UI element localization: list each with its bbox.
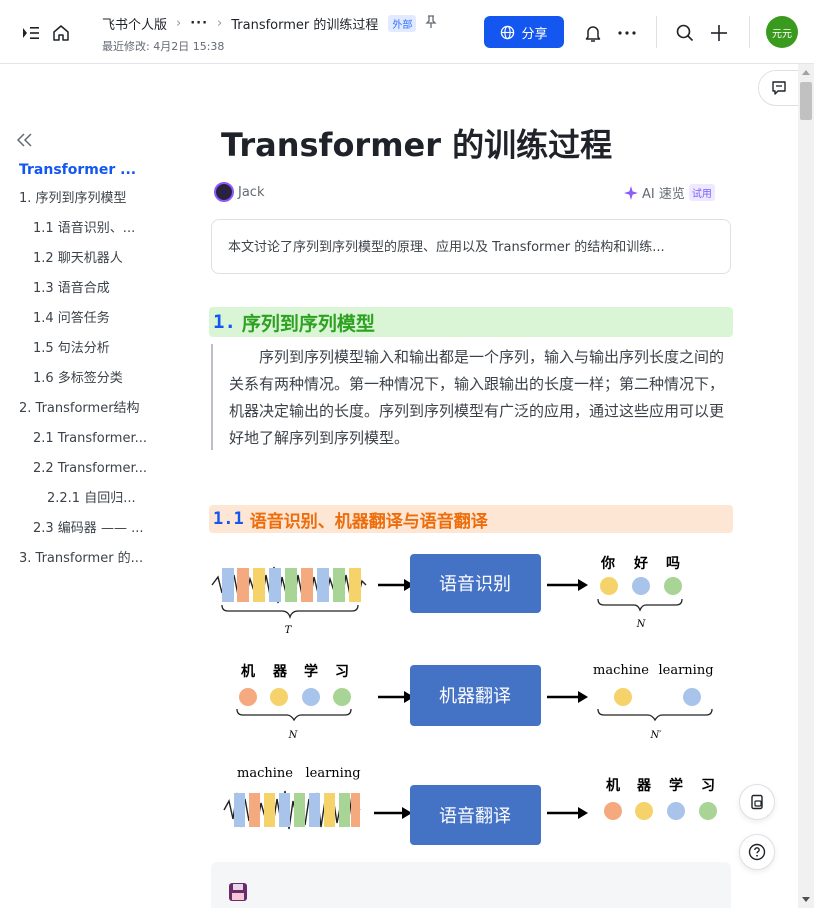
label-N-prime: N′ — [649, 730, 662, 741]
breadcrumb-workspace[interactable]: 飞书个人版 — [102, 18, 168, 33]
waveform-2 — [223, 790, 361, 830]
toc-item[interactable]: 3. Transformer 的... — [19, 551, 144, 566]
heading-text: 语音识别、机器翻译与语音翻译 — [249, 511, 488, 532]
output-token: machine — [593, 663, 649, 678]
last-modified: 最近修改: 4月2日 15:38 — [102, 40, 225, 53]
toc-item[interactable]: 2.2.1 自回归... — [47, 491, 136, 506]
comment-button[interactable] — [758, 70, 800, 106]
collapse-toc-icon[interactable] — [16, 132, 34, 151]
output-token: 好 — [633, 555, 648, 572]
toc-item[interactable]: 1.1 语音识别、... — [33, 221, 136, 236]
external-badge: 外部 — [388, 15, 417, 32]
author-name: Jack — [238, 184, 265, 200]
comment-icon — [772, 81, 786, 95]
globe-icon — [501, 25, 515, 39]
input-word: machine — [237, 766, 293, 781]
divider — [749, 16, 750, 48]
heading-2: 1.1 语音识别、机器翻译与语音翻译 — [209, 505, 733, 533]
toc-item[interactable]: 2.1 Transformer... — [33, 431, 148, 446]
chevron-right-icon: › — [217, 16, 223, 31]
speech-recognition-label: 语音识别 — [439, 574, 511, 595]
bell-icon[interactable] — [582, 22, 604, 44]
input-token: 机 — [241, 663, 255, 680]
waveform-1 — [211, 566, 367, 620]
machine-translation-box — [410, 665, 541, 726]
label-T: T — [285, 625, 293, 636]
scroll-thumb[interactable] — [800, 82, 812, 120]
toggle-sidebar-icon[interactable] — [20, 22, 42, 44]
output-token: 学 — [669, 777, 683, 794]
toc-item[interactable]: 1.3 语音合成 — [33, 281, 110, 296]
toc-item[interactable]: 2.2 Transformer... — [33, 461, 148, 476]
share-button[interactable]: 分享 — [484, 16, 564, 48]
output-token: 你 — [600, 555, 615, 572]
ai-summary-button[interactable]: AI 速览 试用 — [624, 183, 715, 202]
speech-translation-label: 语音翻译 — [439, 806, 511, 827]
input-token: 学 — [304, 663, 318, 680]
breadcrumb-more[interactable]: ··· — [190, 16, 209, 31]
output-token: learning — [658, 663, 713, 678]
toc-item[interactable]: 2. Transformer结构 — [19, 401, 140, 416]
author[interactable]: Jack — [214, 182, 264, 202]
toc-item[interactable]: 1.2 聊天机器人 — [33, 251, 123, 266]
heading-number: 1.1 — [213, 509, 244, 529]
more-icon[interactable] — [616, 22, 638, 44]
document-icon — [751, 794, 763, 810]
table-of-contents: Transformer ... 1. 序列到序列模型 1.1 语音识别、... … — [0, 64, 180, 908]
input-token: 习 — [335, 664, 349, 680]
output-token: 吗 — [666, 556, 680, 572]
breadcrumb-doc-name[interactable]: Transformer 的训练过程 — [231, 18, 379, 33]
summary-box[interactable]: 本文讨论了序列到序列模型的原理、应用以及 Transformer 的结构和训练.… — [211, 219, 731, 274]
output-token: 器 — [636, 778, 652, 794]
question-icon — [748, 843, 766, 861]
output-token: 习 — [701, 778, 715, 794]
help-button[interactable] — [739, 834, 775, 870]
output-token: 机 — [606, 777, 620, 794]
label-N: N — [288, 730, 299, 741]
input-word: learning — [305, 766, 360, 781]
speech-recognition-box — [410, 554, 541, 613]
toc-item[interactable]: Transformer ... — [19, 162, 137, 178]
search-icon[interactable] — [674, 22, 696, 44]
input-token: 器 — [272, 664, 288, 680]
machine-translation-label: 机器翻译 — [439, 686, 511, 707]
speech-translation-box — [410, 785, 541, 845]
trial-badge: 试用 — [688, 184, 715, 201]
toc-item[interactable]: 2.3 编码器 —— ... — [33, 521, 144, 536]
heading-1: 1. 序列到序列模型 — [209, 307, 733, 337]
quote-paragraph: 序列到序列模型输入和输出都是一个序列，输入与输出序列长度之间的关系有两种情况。第… — [211, 344, 733, 450]
sparkle-icon — [624, 185, 638, 200]
page-title: Transformer 的训练过程 — [221, 126, 613, 164]
scroll-down-arrow[interactable] — [802, 897, 810, 902]
breadcrumb: 飞书个人版 › ··· › Transformer 的训练过程 外部 — [102, 14, 437, 33]
plus-icon[interactable] — [708, 22, 730, 44]
label-N: N — [636, 619, 647, 630]
vertical-scrollbar[interactable] — [798, 64, 814, 908]
toc-item[interactable]: 1.5 句法分析 — [33, 341, 110, 356]
share-label: 分享 — [521, 26, 548, 42]
heading-number: 1. — [213, 311, 236, 333]
pin-icon[interactable] — [425, 14, 437, 33]
toc-item[interactable]: 1. 序列到序列模型 — [19, 191, 127, 206]
chevron-right-icon: › — [176, 16, 182, 31]
save-disk-icon — [228, 882, 248, 906]
avatar[interactable]: 元元 — [766, 16, 798, 48]
home-icon[interactable] — [50, 22, 72, 44]
heading-text: 序列到序列模型 — [241, 312, 375, 335]
toc-item[interactable]: 1.4 问答任务 — [33, 311, 110, 326]
ai-summary-label: AI 速览 — [642, 187, 685, 202]
scroll-up-arrow[interactable] — [802, 70, 810, 75]
divider — [656, 16, 657, 48]
author-avatar — [214, 182, 234, 202]
seq2seq-diagram: T 语音识别 你 好 吗 N 机 器 学 习 N 机器翻译 machine le… — [211, 554, 717, 845]
doc-outline-button[interactable] — [739, 784, 775, 820]
code-block[interactable] — [211, 862, 731, 908]
toc-item[interactable]: 1.6 多标签分类 — [33, 371, 123, 386]
top-bar: 飞书个人版 › ··· › Transformer 的训练过程 外部 最近修改:… — [0, 0, 814, 64]
